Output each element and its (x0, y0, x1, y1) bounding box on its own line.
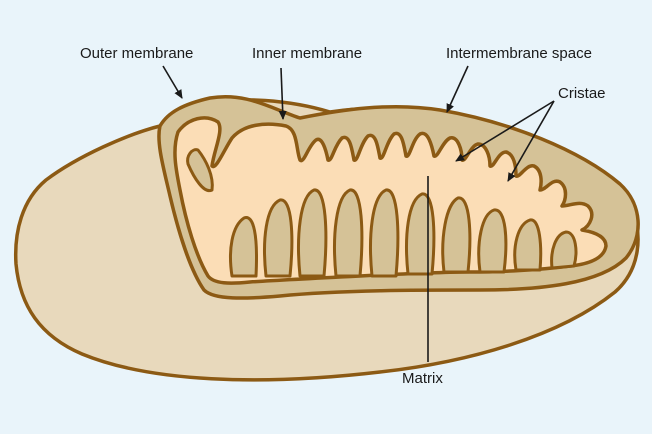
intermembrane-space-label: Intermembrane space (446, 45, 592, 62)
inner-membrane-label: Inner membrane (252, 45, 362, 62)
matrix-label: Matrix (402, 370, 443, 387)
cristae-label: Cristae (558, 85, 606, 102)
outer-membrane-label: Outer membrane (80, 45, 193, 62)
